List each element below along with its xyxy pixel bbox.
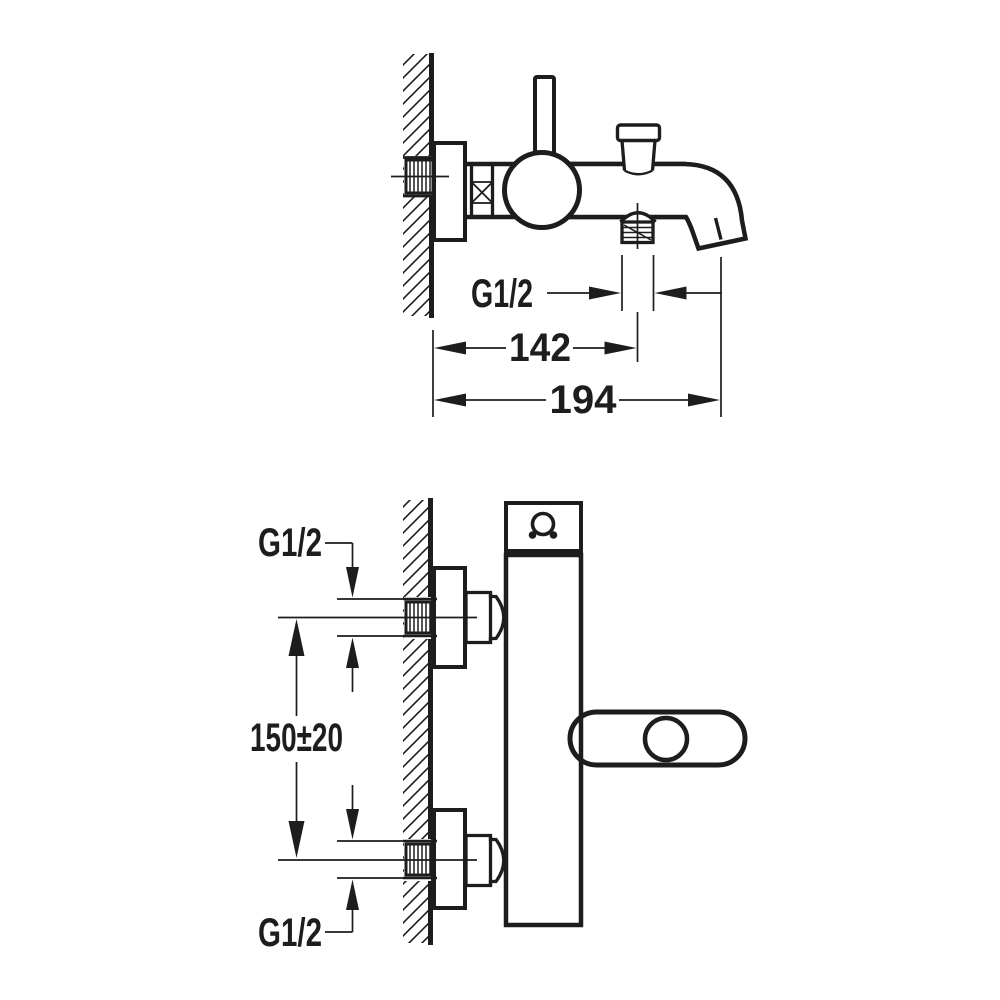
- dim-150-20: 150±20: [250, 619, 343, 858]
- mixer-cartridge-body: [502, 150, 582, 230]
- bottom-wall-flange: [432, 808, 467, 910]
- arrowhead-up: [346, 879, 359, 910]
- spout-body: [542, 161, 749, 252]
- dim-label-142: 142: [509, 326, 571, 370]
- dim-label-thread: G1/2: [471, 272, 533, 316]
- dim-142: 142: [434, 326, 637, 370]
- top-view-dimensions: G1/2 142 194: [432, 255, 722, 422]
- icon-ring: [530, 511, 556, 537]
- bottom-eccentric-connector: [464, 833, 506, 888]
- arrowhead-right: [589, 286, 621, 300]
- extension-lines: [337, 598, 403, 879]
- dim-thread-g12: G1/2: [471, 272, 722, 316]
- aerator-seam: [713, 217, 723, 240]
- diverter-knob: [615, 123, 662, 176]
- top-view-bath-mixer: G1/2 142 194: [391, 53, 749, 422]
- arrowhead-left: [434, 341, 466, 355]
- shower-mixer-icon: [528, 511, 558, 539]
- knob-neck-sides: [620, 140, 657, 171]
- dim-top-thread-g12: G1/2: [258, 521, 359, 692]
- temperature-handle: [567, 709, 748, 768]
- icon-dot-left: [528, 531, 537, 539]
- arrowhead-up: [346, 637, 359, 668]
- bottom-view-dimensions: G1/2 150±20 G1/2: [250, 521, 403, 955]
- dim-bottom-thread-g12: G1/2: [258, 785, 359, 955]
- top-eccentric-connector: [464, 590, 506, 645]
- arrowhead-down: [346, 809, 359, 840]
- arrowhead-left: [654, 286, 687, 300]
- cross-box: [470, 181, 494, 204]
- arrowhead-right: [688, 393, 720, 407]
- bottom-view-shower-valve: G1/2 150±20 G1/2: [250, 498, 748, 955]
- handle-pill: [567, 709, 748, 768]
- dim-label-top-thread: G1/2: [258, 521, 322, 565]
- dim-label-bottom-thread: G1/2: [258, 911, 322, 955]
- knob-cap: [615, 123, 662, 143]
- body-cap: [504, 501, 583, 553]
- arrowhead-down: [288, 821, 305, 858]
- lever-handle: [533, 75, 556, 164]
- knob-base-fillet: [623, 169, 654, 176]
- wall-flange: [432, 141, 467, 242]
- arrowhead-right: [604, 341, 637, 355]
- cross-box-diagonals: [470, 181, 494, 204]
- valve-body: [503, 501, 584, 928]
- handshower-outlet: [619, 203, 657, 249]
- dim-label-spacing: 150±20: [250, 716, 343, 760]
- arrowhead-down: [346, 567, 359, 598]
- arrowhead-up: [288, 619, 305, 656]
- extension-lines: [432, 255, 722, 417]
- dim-label-194: 194: [550, 378, 618, 422]
- arrowhead-left: [434, 393, 466, 407]
- dim-194: 194: [434, 378, 720, 422]
- handle-button: [642, 715, 690, 763]
- knob-neck-mask: [621, 139, 656, 172]
- icon-dot-right: [549, 531, 558, 539]
